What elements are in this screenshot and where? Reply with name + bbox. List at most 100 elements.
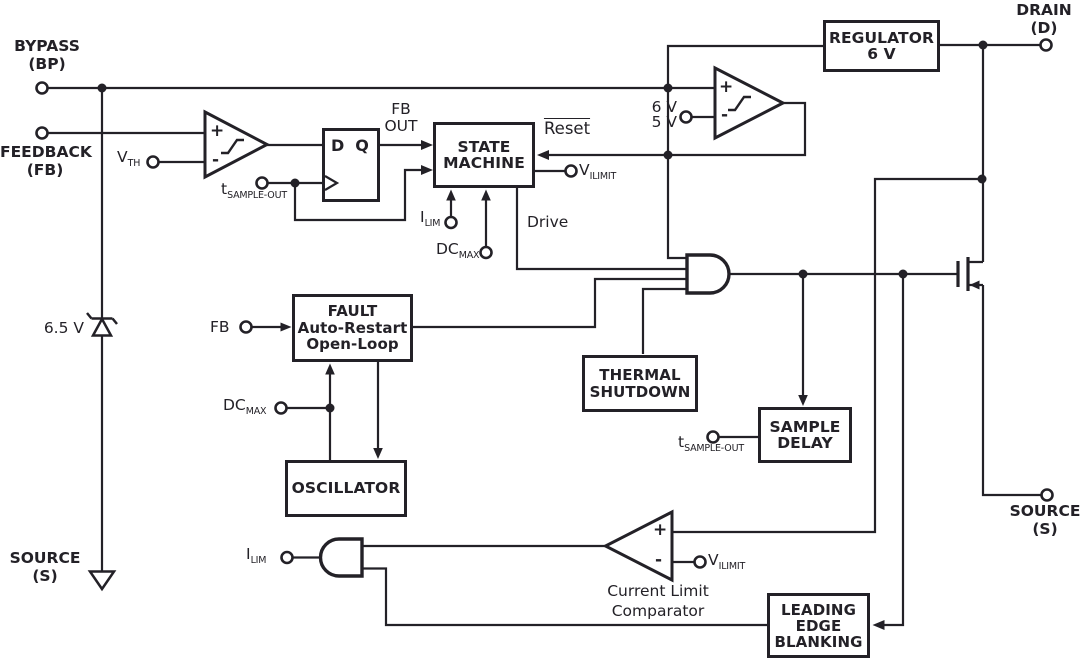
dcmax-fault-label: DCMAX <box>223 396 267 417</box>
arrowheads <box>280 140 980 630</box>
fb-out-line1: FB <box>391 100 411 118</box>
dcmax-fault-sub: MAX <box>245 406 267 417</box>
zener-voltage-label: 6.5 V <box>43 319 84 337</box>
thermal-shutdown-label-1: THERMAL <box>599 366 681 384</box>
tsample-delay-label: tSAMPLE-OUT <box>678 433 744 454</box>
drain-line1: DRAIN <box>1016 1 1072 19</box>
source-right-line2: (S) <box>1032 520 1058 538</box>
state-machine-label-1: STATE <box>457 137 511 156</box>
vilimit-sm-sub: ILIMIT <box>589 171 617 182</box>
vilimit-comp-label: VILIMIT <box>708 551 746 572</box>
threshold-5v: 5 V <box>651 113 677 131</box>
feedback-line2: (FB) <box>26 161 64 179</box>
dcmax-fault-circle <box>274 401 288 415</box>
fault-label-3: Open-Loop <box>306 335 399 354</box>
ilim-sm-sub: LIM <box>424 218 441 229</box>
tsample-top-sub: SAMPLE-OUT <box>227 190 287 201</box>
reset-label: Reset <box>540 119 594 138</box>
leading-edge-blanking-block: LEADING EDGE BLANKING <box>767 593 870 658</box>
ilim-gate-label: ILIM <box>246 545 267 566</box>
dcmax-sm-sub: MAX <box>458 250 480 261</box>
vilimit-comp-circle <box>693 555 707 569</box>
terminal-circles <box>35 38 1054 569</box>
supply-comp-plus: + <box>719 77 734 97</box>
ilim-sm-base: I <box>420 208 425 226</box>
tsample-delay-base: t <box>678 433 685 451</box>
fb-fault-label: FB <box>210 318 230 336</box>
threshold-6v: 6 V <box>651 98 677 116</box>
fault-block: FAULT Auto-Restart Open-Loop <box>292 294 413 362</box>
bypass-line1: BYPASS <box>14 37 80 55</box>
thermal-shutdown-label-2: SHUTDOWN <box>589 382 691 401</box>
clc-line2: Comparator <box>611 601 705 620</box>
fb-out-line2: OUT <box>384 117 418 135</box>
tsample-delay-circle <box>706 430 720 444</box>
vilimit-sm-label: VILIMIT <box>579 161 617 182</box>
state-machine-block: STATE MACHINE <box>433 122 535 188</box>
leb-label-2: EDGE <box>795 616 842 635</box>
cl-comp-plus: + <box>653 520 668 540</box>
source-left-terminal-label: SOURCE (S) <box>5 549 85 585</box>
supply-comp-minus: - <box>721 105 729 125</box>
supply-comparator <box>713 65 787 141</box>
fault-label-2: Auto-Restart <box>297 318 408 337</box>
source-left-line1: SOURCE <box>9 549 81 567</box>
bypass-line2: (BP) <box>28 55 66 73</box>
ilim-gate-circle <box>280 550 294 565</box>
state-machine-label-2: MACHINE <box>443 154 525 172</box>
feedback-line1: FEEDBACK <box>0 143 92 161</box>
mosfet <box>956 257 970 291</box>
source-pin-circle <box>1040 488 1054 502</box>
sample-delay-label-1: SAMPLE <box>769 417 841 436</box>
bypass-terminal-label: BYPASS (BP) <box>6 37 88 73</box>
and-gate-drive <box>685 253 731 295</box>
tsample-top-circle <box>255 176 269 190</box>
vilimit-sm-circle <box>564 164 578 178</box>
leb-label-3: BLANKING <box>774 632 863 651</box>
zener-diode <box>86 312 118 337</box>
vilimit-sm-base: V <box>579 161 590 179</box>
drain-terminal-label: DRAIN (D) <box>1006 1 1080 37</box>
current-limit-comparator-label: Current Limit Comparator <box>597 582 719 621</box>
feedback-comparator <box>203 109 271 180</box>
junction-dots <box>97 40 988 413</box>
vth-base: V <box>117 148 128 166</box>
flip-flop-q-label: Q <box>355 136 369 155</box>
tsample-top-base: t <box>221 180 228 198</box>
supply-ref-circle <box>679 110 693 124</box>
source-ground-arrow <box>87 570 117 592</box>
ilim-sm-label: ILIM <box>420 208 441 229</box>
ilim-gate-base: I <box>246 545 251 563</box>
ilim-gate-sub: LIM <box>250 555 267 566</box>
leb-label-1: LEADING <box>780 600 856 619</box>
dcmax-sm-label: DCMAX <box>436 240 480 261</box>
regulator-block: REGULATOR 6 V <box>823 20 940 72</box>
drive-label: Drive <box>527 213 569 231</box>
drain-line2: (D) <box>1030 19 1058 37</box>
dcmax-sm-circle <box>479 245 493 260</box>
mosfet-source-arrow <box>969 280 980 290</box>
vilimit-comp-base: V <box>708 551 719 569</box>
feedback-terminal-label: FEEDBACK (FB) <box>0 143 92 179</box>
sample-delay-label-2: DELAY <box>777 434 833 452</box>
current-limit-comparator <box>602 509 674 583</box>
vilimit-comp-sub: ILIMIT <box>718 561 746 572</box>
fb-comp-minus: - <box>212 150 220 170</box>
fb-comp-plus: + <box>210 121 225 141</box>
clock-input-icon <box>324 175 340 191</box>
regulator-label-2: 6 V <box>867 45 896 63</box>
clc-line1: Current Limit <box>607 582 709 600</box>
ilim-sm-circle <box>444 215 458 230</box>
hysteresis-icon <box>728 95 751 112</box>
tsample-top-label: tSAMPLE-OUT <box>221 180 287 201</box>
source-left-line2: (S) <box>32 567 58 585</box>
wire-segments <box>47 43 1042 627</box>
vth-circle <box>146 155 160 169</box>
fb-fault-circle <box>239 320 253 334</box>
fb-out-label: FB OUT <box>380 101 422 135</box>
and-gate-ilim <box>318 537 364 578</box>
flip-flop-d-label: D <box>331 136 345 155</box>
oscillator-block: OSCILLATOR <box>285 460 407 517</box>
